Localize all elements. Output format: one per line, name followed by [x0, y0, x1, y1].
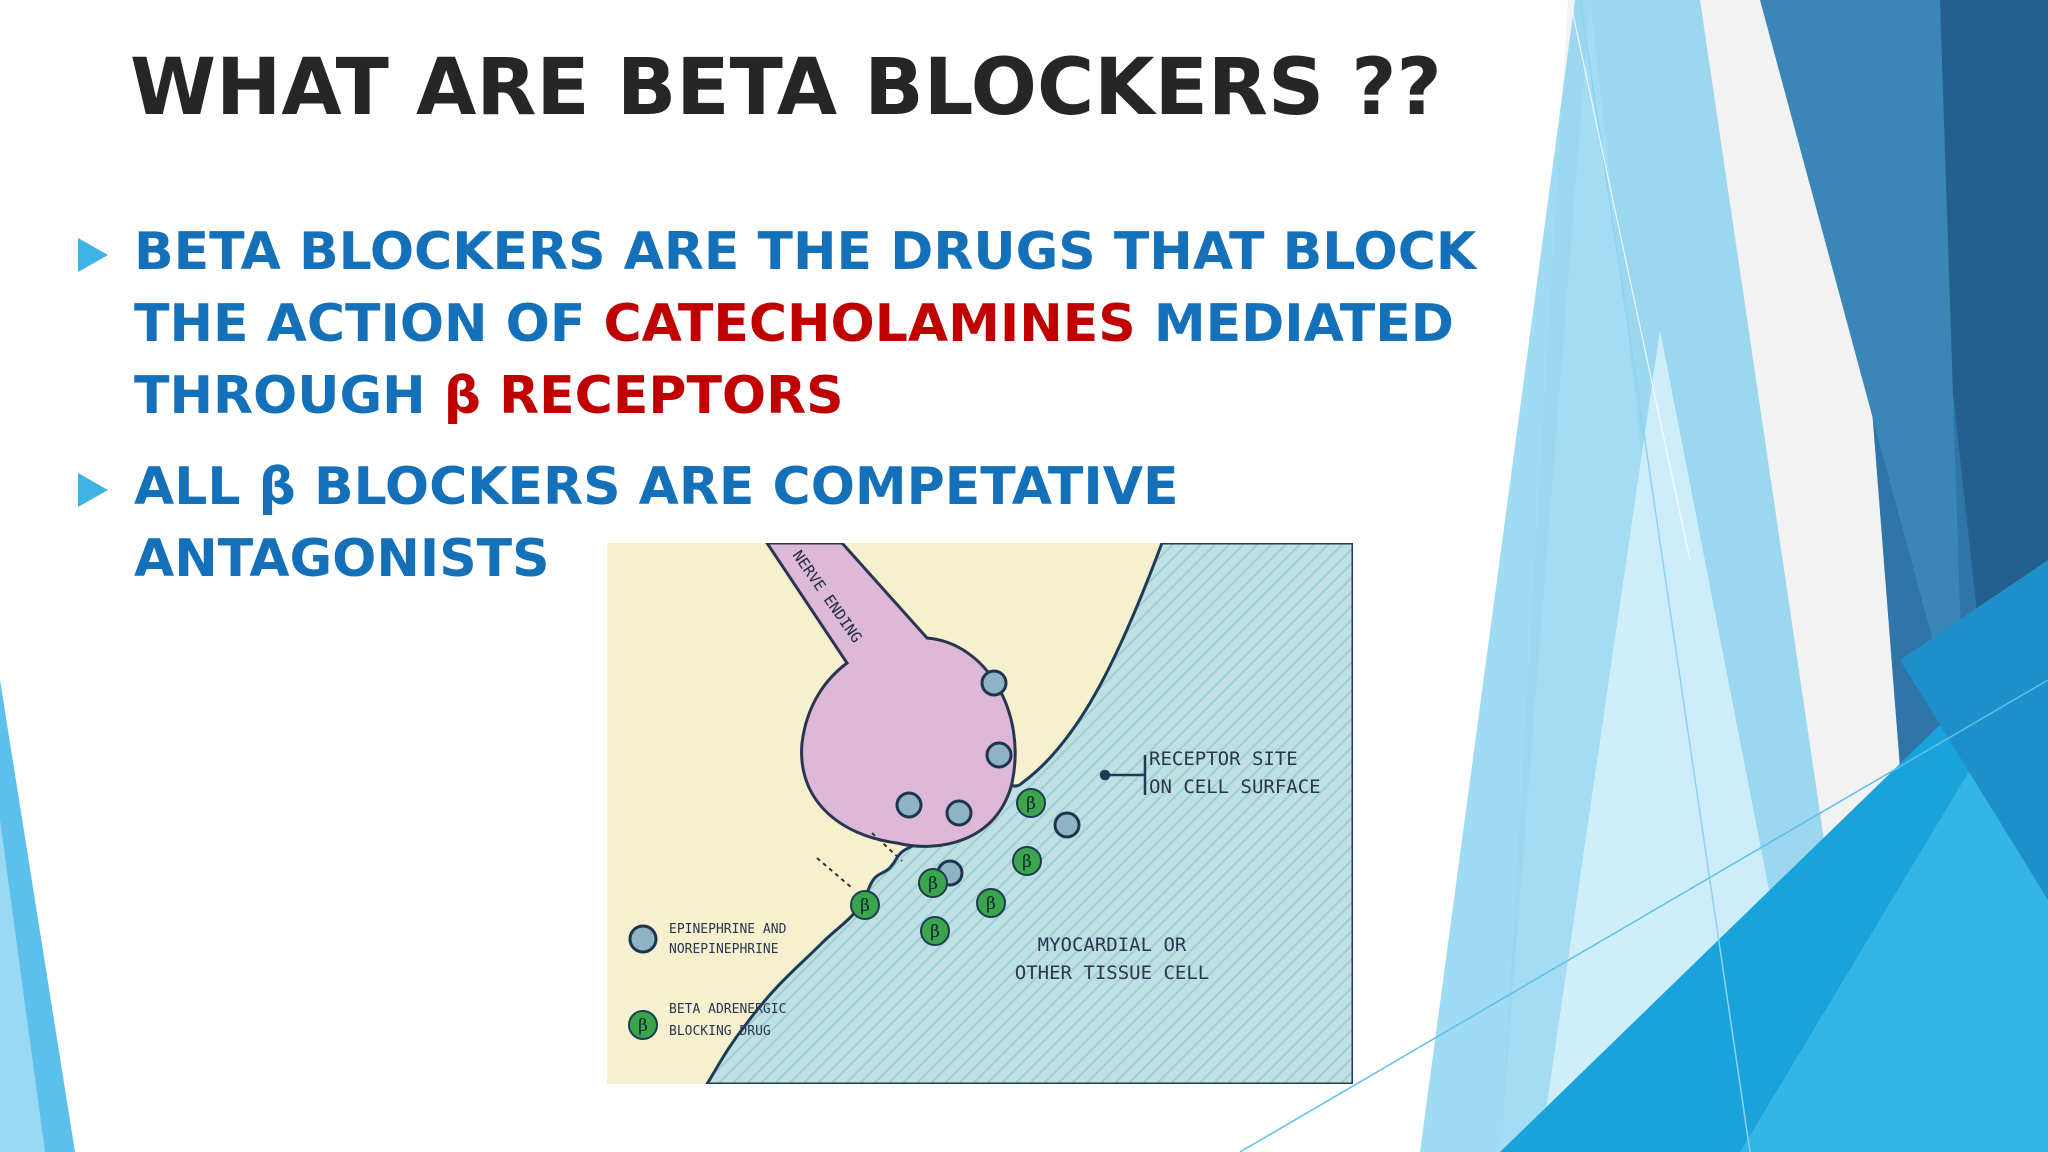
receptor-site-label-1: RECEPTOR SITE	[1149, 748, 1298, 770]
svg-text:β: β	[860, 896, 870, 916]
legend-2-line-2: BLOCKING DRUG	[669, 1024, 771, 1039]
triangle-bullet-icon	[78, 473, 108, 507]
triangle-bullet-icon	[78, 238, 108, 272]
legend-beta-blocker-icon	[628, 1010, 658, 1040]
svg-text:β: β	[930, 922, 940, 942]
legend: EPINEPHRINE AND NOREPINEPHRINE β BETA AD…	[628, 922, 787, 1040]
catecholamine-molecules	[895, 669, 1081, 887]
beta-blocker-mechanism-diagram: NERVE ENDING β β β β β β	[607, 543, 1353, 1084]
bullet-item-competitive-antagonists: ALL β BLOCKERS ARE COMPETATIVE ANTAGONIS…	[78, 451, 1179, 595]
svg-text:β: β	[1026, 794, 1036, 814]
bullet-1-line-2-pre: THE ACTION OF	[134, 294, 604, 354]
tissue-cell-label-1: MYOCARDIAL OR	[1038, 934, 1187, 956]
svg-text:β: β	[1022, 852, 1032, 872]
svg-text:β: β	[928, 874, 938, 894]
catecholamines-highlight: CATECHOLAMINES	[603, 294, 1136, 354]
legend-beta-symbol: β	[638, 1016, 648, 1036]
bullet-1-line-2-post: MEDIATED	[1135, 294, 1454, 354]
beta-symbols: β β β β β β	[860, 794, 1036, 942]
bullet-1-line-1: BETA BLOCKERS ARE THE DRUGS THAT BLOCK	[134, 222, 1477, 282]
tissue-cell-label-2: OTHER TISSUE CELL	[1015, 962, 1209, 984]
movement-arrows	[816, 832, 903, 889]
legend-1-line-1: EPINEPHRINE AND	[669, 922, 787, 937]
receptor-site-label-2: ON CELL SURFACE	[1149, 776, 1321, 798]
legend-2-line-1: BETA ADRENERGIC	[669, 1002, 786, 1017]
receptor-site-bracket	[1099, 755, 1147, 795]
bullet-item-beta-blockers-definition: BETA BLOCKERS ARE THE DRUGS THAT BLOCK T…	[78, 216, 1477, 432]
legend-1-line-2: NOREPINEPHRINE	[669, 942, 779, 957]
bullet-2-line-2: ANTAGONISTS	[134, 529, 550, 589]
bullet-1-line-3-pre: THROUGH	[134, 366, 444, 426]
slide-title: WHAT ARE BETA BLOCKERS ??	[130, 43, 1442, 133]
bullet-1-line-3: THROUGH β RECEPTORS	[134, 360, 1476, 432]
bullet-2-line-1: ALL β BLOCKERS ARE COMPETATIVE	[134, 457, 1179, 517]
bullet-1-line-2: THE ACTION OF CATECHOLAMINES MEDIATED	[134, 288, 1476, 360]
beta-blocker-molecules	[850, 788, 1046, 946]
beta-receptors-highlight: β RECEPTORS	[443, 366, 844, 426]
legend-catecholamine-icon	[628, 924, 658, 954]
svg-text:β: β	[986, 894, 996, 914]
